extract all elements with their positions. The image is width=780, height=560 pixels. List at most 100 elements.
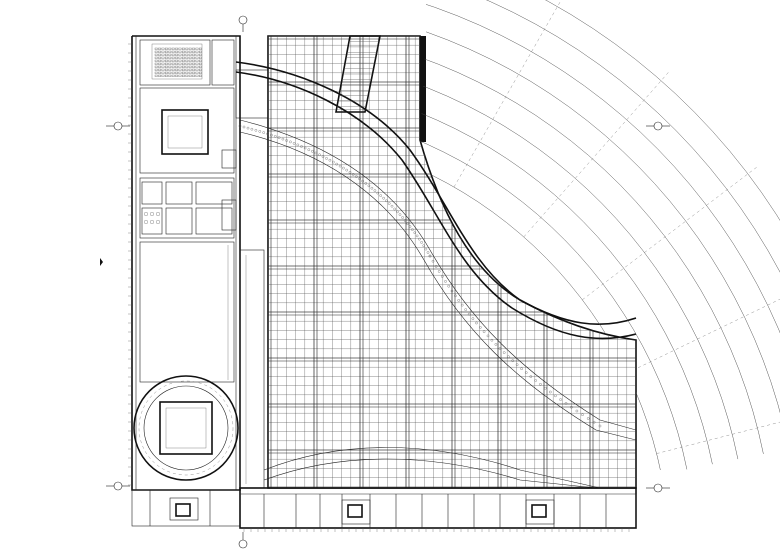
seat: [199, 68, 202, 71]
seat: [188, 56, 192, 59]
fixture: [156, 212, 160, 216]
seat: [171, 68, 175, 71]
seat: [165, 62, 168, 65]
seat: [168, 62, 172, 65]
seat: [199, 53, 202, 56]
colonnade-column: [314, 151, 318, 155]
seat: [161, 71, 165, 74]
colonnade-column: [524, 371, 528, 374]
seat: [185, 62, 189, 65]
seat: [182, 65, 185, 68]
seat: [192, 56, 195, 59]
colonnade-column: [475, 321, 478, 325]
seat: [178, 59, 182, 62]
landscape-arc: [420, 0, 780, 434]
seat: [175, 65, 178, 68]
colonnade-column: [238, 124, 242, 128]
colonnade-column: [529, 375, 533, 378]
seat: [158, 74, 161, 77]
seat: [161, 50, 165, 53]
seat: [168, 53, 172, 56]
seat: [195, 47, 199, 50]
colonnade-column: [398, 213, 402, 216]
colonnade-column: [311, 150, 314, 153]
section-arrow-icon: [106, 481, 130, 491]
colonnade-column: [318, 153, 321, 157]
colonnade-column: [431, 259, 435, 263]
colonnade-column: [403, 219, 407, 222]
colonnade-column: [385, 199, 388, 203]
colonnade-column: [382, 196, 385, 200]
seat: [178, 68, 182, 71]
seat: [178, 65, 182, 68]
core-room: [141, 181, 163, 205]
seat: [182, 62, 185, 65]
seat: [171, 71, 175, 74]
colonnade-column: [534, 379, 537, 382]
seat: [185, 47, 189, 50]
seat: [178, 71, 182, 74]
colonnade-column: [520, 367, 523, 370]
colonnade-column: [262, 131, 265, 134]
seat: [188, 65, 192, 68]
colonnade-column: [586, 417, 590, 420]
core-room: [165, 207, 193, 235]
seat: [161, 47, 165, 50]
colonnade-column: [364, 182, 368, 185]
seat: [178, 53, 182, 56]
seat: [165, 74, 168, 77]
colonnade-column: [254, 129, 258, 132]
bottom-wing: [239, 487, 637, 532]
seat: [192, 74, 195, 77]
seat: [195, 50, 199, 53]
colonnade-column: [592, 420, 596, 424]
colonnade-column: [281, 137, 285, 141]
landscape-arc: [420, 78, 713, 465]
colonnade-column: [396, 210, 399, 214]
seat: [188, 50, 192, 53]
seat: [195, 74, 199, 77]
colonnade-column: [437, 270, 441, 273]
seat: [161, 56, 165, 59]
colonnade-column: [289, 140, 292, 144]
colonnade-column: [274, 135, 277, 138]
seat: [192, 59, 195, 62]
seat: [165, 59, 168, 62]
seat: [158, 47, 161, 50]
seat: [178, 62, 182, 65]
colonnade-column: [544, 386, 547, 390]
colonnade-column: [575, 409, 579, 413]
seat: [158, 65, 161, 68]
landscape-arc: [420, 104, 688, 470]
seat: [182, 50, 185, 53]
colonnade-column: [401, 216, 404, 219]
grid-hall: [267, 35, 637, 489]
colonnade-column: [413, 231, 417, 234]
seat: [192, 71, 195, 74]
seat: [161, 59, 165, 62]
seat: [182, 68, 185, 71]
seat: [154, 59, 158, 62]
seat: [199, 62, 202, 65]
colonnade-column: [467, 312, 471, 316]
colonnade-column: [296, 143, 300, 147]
colonnade-column: [250, 127, 254, 131]
seat: [158, 50, 161, 53]
seat: [178, 50, 182, 53]
seat: [192, 62, 195, 65]
seat: [168, 47, 172, 50]
seat: [168, 56, 172, 59]
seat: [175, 62, 178, 65]
seat: [192, 68, 195, 71]
section-arrow-icon: [106, 121, 130, 131]
colonnade-column: [390, 204, 394, 208]
colonnade-column: [277, 136, 281, 139]
colonnade-column: [539, 383, 542, 386]
seat: [154, 71, 158, 74]
colonnade-column: [479, 326, 482, 329]
section-arrow-icon: [646, 121, 670, 131]
landscape-arc: [420, 0, 780, 439]
seat: [185, 53, 189, 56]
colonnade-column: [457, 299, 460, 302]
seat: [188, 59, 192, 62]
